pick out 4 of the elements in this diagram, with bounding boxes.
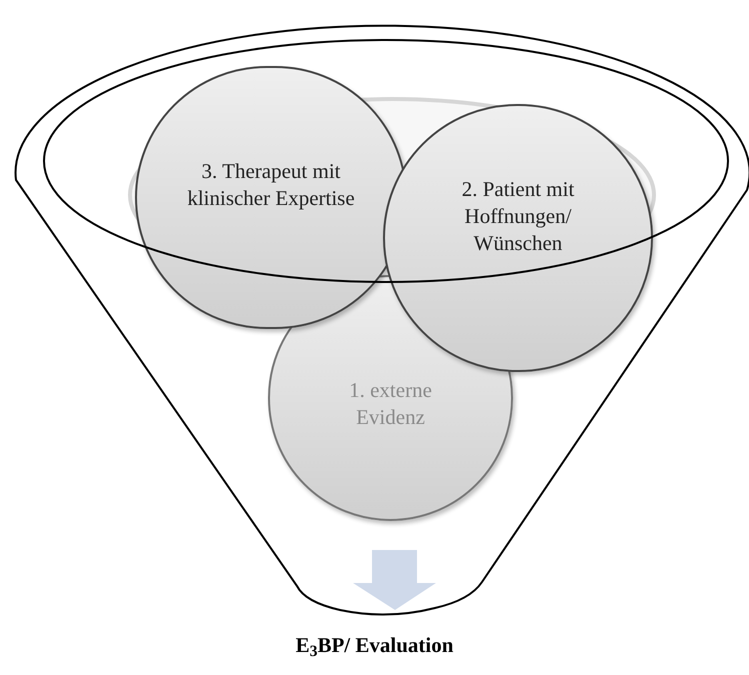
caption: E$_{3}$BP/ Evaluation bbox=[294, 632, 454, 662]
node-label: 1. externe Evidenz bbox=[348, 377, 433, 431]
node-label: 3. Therapeut mit klinischer Expertise bbox=[186, 158, 356, 212]
node-label: 2. Patient mit Hoffnungen/ Wünschen bbox=[460, 176, 576, 257]
